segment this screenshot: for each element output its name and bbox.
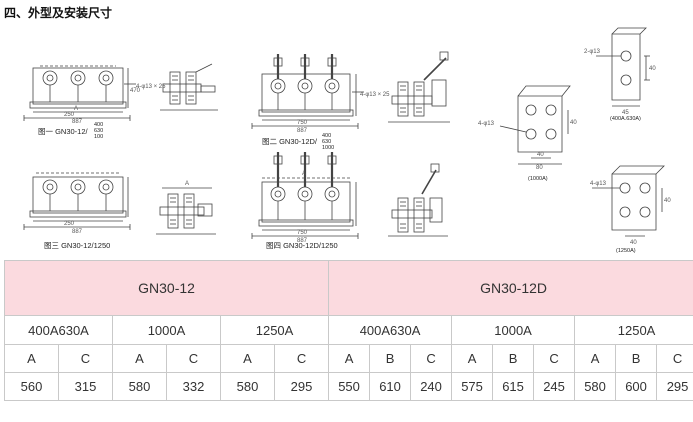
fig2-front-view — [251, 54, 364, 129]
dim-45-plate1: 45 — [622, 110, 629, 116]
dim-40v-plate2: 40 — [570, 120, 577, 126]
dim-887-fig1: 887 — [72, 119, 83, 125]
dim-header: B — [492, 344, 535, 373]
rating-gn30-12-1250a: 1250A — [219, 315, 330, 345]
dim-750-fig4: 750 — [297, 230, 308, 236]
dim-header: A — [220, 344, 275, 373]
model-row: GN30-12 GN30-12D — [3, 260, 693, 316]
caption-plate3: (1250A) — [616, 248, 636, 254]
dimension-header-row: A C A C A C A B C A B C A B C — [4, 344, 693, 373]
fig4-front-view — [251, 152, 359, 239]
dim-header: A — [574, 344, 617, 373]
dim-value: 580 — [574, 372, 617, 401]
fig1-front-view — [23, 65, 136, 121]
dim-header: C — [533, 344, 576, 373]
dim-header: C — [166, 344, 221, 373]
dim-value: 600 — [615, 372, 658, 401]
value-row: 560 315 580 332 580 295 550 610 240 575 … — [4, 372, 693, 401]
dim-header: C — [410, 344, 453, 373]
rating-gn30-12d-400a630a: 400A630A — [328, 315, 453, 345]
fig3-side-view — [156, 187, 216, 235]
dim-value: 315 — [58, 372, 113, 401]
dim-header: C — [273, 344, 330, 373]
rating-gn30-12-400a630a: 400A630A — [4, 315, 113, 345]
caption-plate1: (400A.630A) — [610, 116, 641, 122]
caption-plate2: (1000A) — [528, 176, 548, 182]
caption-fig4: 图四 GN30-12D/1250 — [266, 241, 338, 250]
dim-887-fig3: 887 — [72, 229, 83, 235]
dim-header: A — [328, 344, 371, 373]
dim-hole4-plate2: 4-φ13 — [478, 121, 495, 127]
dim-header: A — [4, 344, 59, 373]
dim-40-plate1: 40 — [649, 66, 656, 72]
plate-400a-630a — [596, 27, 650, 107]
dimension-table: GN30-12 GN30-12D 400A630A 1000A 1250A 40… — [3, 260, 693, 401]
caption-fig1: 图一 GN30-12/ — [38, 127, 89, 136]
dimension-drawing: A 250 887 470 4-φ13 × 25 750 887 4-φ13 ×… — [0, 22, 693, 260]
dim-value: 550 — [328, 372, 371, 401]
dim-value: 575 — [451, 372, 494, 401]
dim-40v-plate3: 40 — [664, 198, 671, 204]
dim-value: 580 — [220, 372, 275, 401]
fig4-side-view — [388, 163, 448, 237]
dim-header: B — [615, 344, 658, 373]
rating-gn30-12d-1250a: 1250A — [574, 315, 693, 345]
fig1-side-view — [160, 63, 218, 111]
caption-fig2-r3: 1000 — [322, 145, 334, 151]
dim-40-plate2: 40 — [537, 152, 544, 158]
fig3-front-view — [23, 172, 131, 230]
caption-fig1-r2: 630 — [94, 128, 103, 134]
dim-value: 295 — [656, 372, 693, 401]
dim-a-fig3: A — [185, 181, 189, 187]
dim-header: A — [112, 344, 167, 373]
dim-40-plate3: 40 — [630, 240, 637, 246]
model-gn30-12: GN30-12 — [3, 260, 330, 316]
dim-250-fig1: 250 — [64, 112, 75, 118]
caption-fig3: 图三 GN30-12/1250 — [44, 241, 110, 250]
dim-470-fig1: 470 — [130, 88, 141, 94]
dim-hole4-plate3: 4-φ13 — [590, 181, 607, 187]
caption-fig2-r2: 630 — [322, 139, 331, 145]
dim-value: 615 — [492, 372, 535, 401]
dim-750-fig2: 750 — [297, 120, 308, 126]
dim-header: A — [451, 344, 494, 373]
dim-value: 560 — [4, 372, 59, 401]
section-title: 四、外型及安装尺寸 — [4, 6, 113, 20]
dim-887-fig2: 887 — [297, 128, 308, 134]
model-gn30-12d: GN30-12D — [328, 260, 693, 316]
dim-value: 295 — [273, 372, 330, 401]
dim-887-fig4: 887 — [297, 238, 308, 244]
caption-fig1-r1: 400 — [94, 122, 103, 128]
dim-value: 332 — [166, 372, 221, 401]
dim-hole2: 2-φ13 — [584, 49, 601, 55]
dim-value: 610 — [369, 372, 412, 401]
dim-value: 245 — [533, 372, 576, 401]
dim-slot-fig1: 4-φ13 × 25 — [136, 84, 166, 90]
dim-header: C — [656, 344, 693, 373]
fig2-side-view — [388, 51, 450, 123]
dim-a-fig1: A — [74, 106, 78, 112]
plate-1250a — [592, 165, 665, 237]
dim-header: B — [369, 344, 412, 373]
caption-fig1-r3: 100 — [94, 134, 103, 140]
dim-value: 580 — [112, 372, 167, 401]
dim-a-fig4: A — [302, 171, 306, 177]
dim-250-fig3: 250 — [64, 221, 75, 227]
caption-fig2-r1: 400 — [322, 133, 331, 139]
dim-header: C — [58, 344, 113, 373]
dim-slot-fig2: 4-φ13 × 25 — [360, 92, 390, 98]
rating-gn30-12d-1000a: 1000A — [451, 315, 576, 345]
drawing-svg: A 250 887 470 4-φ13 × 25 750 887 4-φ13 ×… — [23, 27, 671, 254]
rating-gn30-12-1000a: 1000A — [112, 315, 221, 345]
caption-fig2: 图二 GN30-12D/ — [262, 137, 318, 146]
plate-1000a — [499, 85, 571, 165]
dim-value: 240 — [410, 372, 453, 401]
dim-80-plate2: 80 — [536, 165, 543, 171]
rating-row: 400A630A 1000A 1250A 400A630A 1000A 1250… — [4, 315, 693, 345]
